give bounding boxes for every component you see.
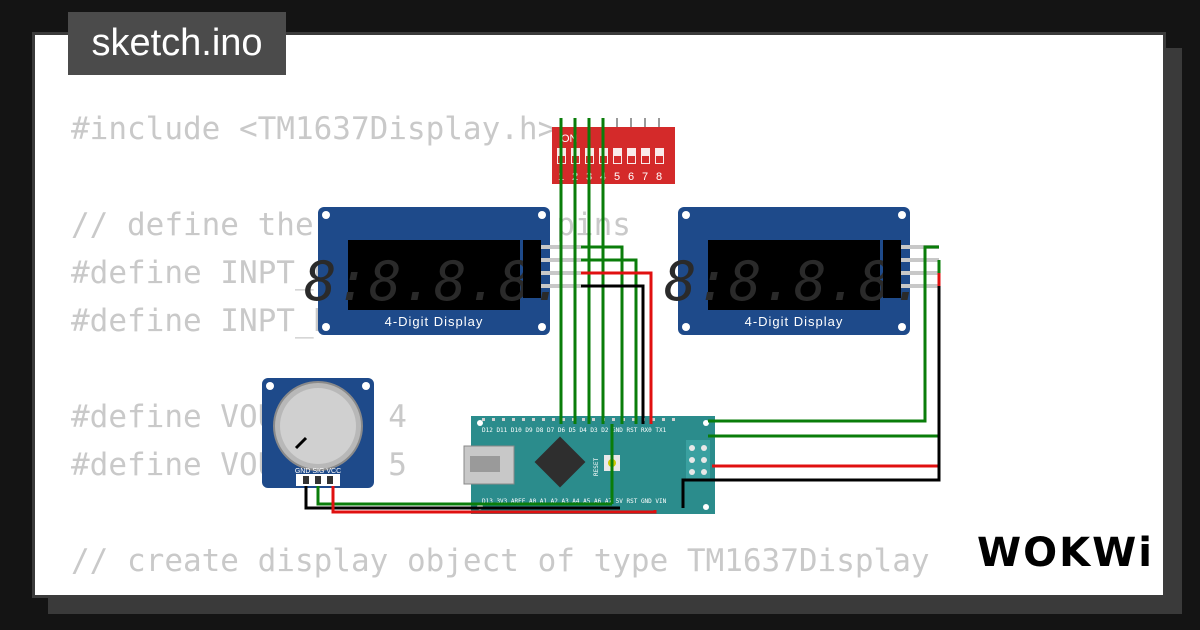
dip-number: 5 (614, 171, 620, 183)
code-line: // create display object of type TM1637D… (71, 543, 930, 579)
file-tab[interactable]: sketch.ino (68, 12, 286, 75)
reset-label: RESET (593, 458, 600, 476)
potentiometer[interactable]: GND SIG VCC (262, 378, 374, 488)
code-line: TM1637Display inputDisplay = TM1637Displ… (71, 585, 1163, 595)
dip-on-label: ON (561, 133, 578, 145)
dip-number: 8 (656, 171, 662, 183)
display-right[interactable]: 8:8.8.8. 4-Digit Display (664, 207, 939, 335)
microcontroller-chip (534, 436, 586, 488)
nano-bottom-pin-labels: D13 3V3 AREF A0 A1 A2 A3 A4 A5 A6 A7 5V … (482, 498, 667, 505)
wokwi-logo-text: WOKWi (977, 530, 1154, 576)
wires (304, 118, 941, 514)
display-left-label: 4-Digit Display (385, 314, 484, 329)
pot-pin-labels: GND SIG VCC (295, 468, 341, 475)
wokwi-logo: WOKWi (977, 530, 1154, 576)
display-right-label: 4-Digit Display (745, 314, 844, 329)
dip-switch[interactable]: ON 1 2 3 4 5 6 7 8 (552, 118, 675, 184)
arduino-nano[interactable]: D12 D11 D10 D9 D8 D7 D6 D5 D4 D3 D2 GND … (463, 416, 715, 514)
display-left[interactable]: 8:8.8.8. 4-Digit Display (304, 207, 581, 335)
dip-number: 6 (628, 171, 634, 183)
code-line: #include <TM1637Display.h> (71, 111, 557, 147)
dip-number: 7 (642, 171, 648, 183)
display-left-digits: 8:8.8.8. (304, 250, 564, 313)
knob-indicator (294, 436, 308, 450)
display-right-digits: 8:8.8.8. (664, 250, 924, 313)
nano-top-pin-labels: D12 D11 D10 D9 D8 D7 D6 D5 D4 D3 D2 GND … (482, 427, 667, 434)
